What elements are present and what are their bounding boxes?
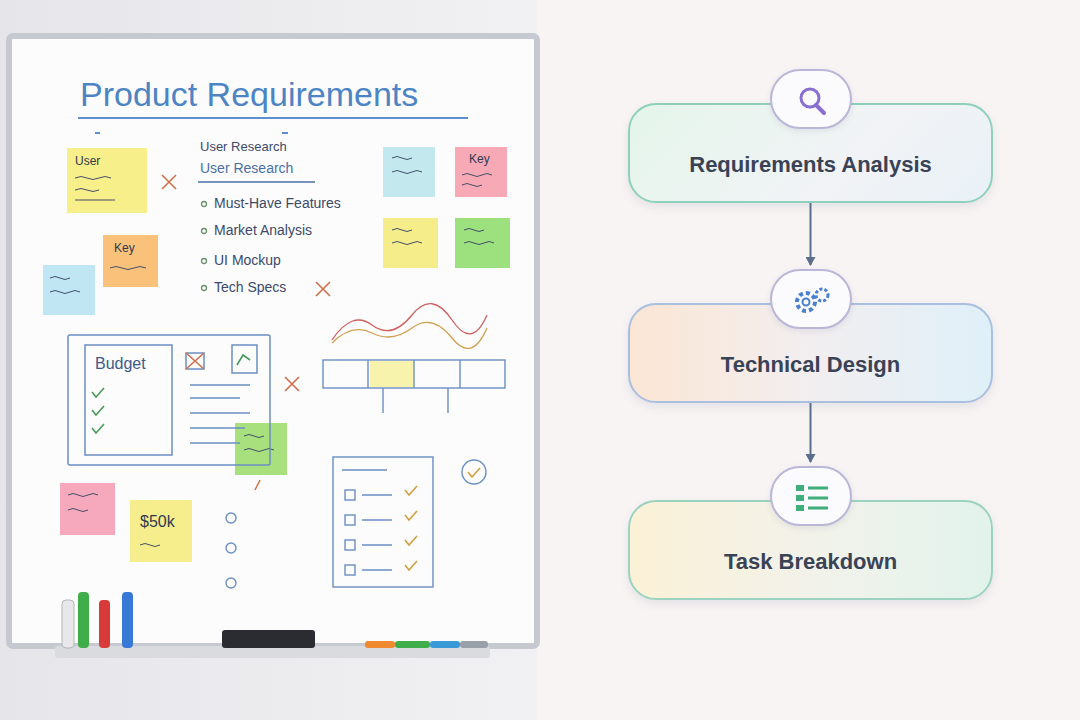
process-box: Requirements Analysis [628,103,993,203]
icon-badge [770,69,852,129]
board-label: UI Mockup [214,252,281,269]
node-text-wrap: Technical Design [701,327,920,379]
board-label: Key [114,241,135,255]
step-icon [772,71,850,127]
board-label: Key [469,152,490,166]
board-label: $50k [140,512,175,531]
node-text-wrap: Task Breakdown [704,524,917,576]
step-icon [772,468,850,524]
process-box: Technical Design [628,303,993,403]
board-label: User Research [200,139,287,155]
node-text-wrap: Requirements Analysis [669,127,952,179]
board-label: User Research [200,160,293,177]
board-label: User [75,154,100,168]
board-label: Budget [95,354,146,373]
step-icon [772,271,850,327]
node-label: Technical Design [701,327,920,379]
process-box: Task Breakdown [628,500,993,600]
icon-badge [770,466,852,526]
board-label: Tech Specs [214,279,286,296]
whiteboard-title: Product Requirements [80,74,418,115]
board-label: Must-Have Features [214,195,341,212]
board-label: Market Analysis [214,222,312,239]
flow-arrow [810,203,812,265]
icon-badge [770,269,852,329]
flow-arrow [810,403,812,462]
node-label: Task Breakdown [704,524,917,576]
node-label: Requirements Analysis [669,127,952,179]
